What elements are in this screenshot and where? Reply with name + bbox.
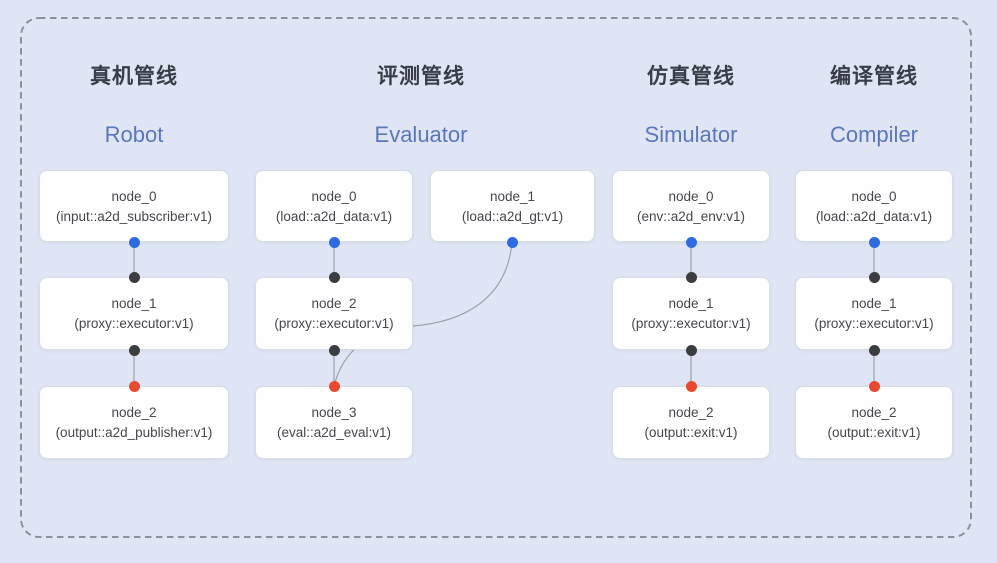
input-port-dot-black <box>128 271 140 283</box>
pipeline-subtitle-en: Compiler <box>829 122 919 147</box>
node-box: node_0(env::a2d_env:v1) <box>612 170 770 242</box>
input-port-dot-red <box>685 380 697 392</box>
node-sublabel: (output::a2d_publisher:v1) <box>55 425 213 440</box>
node-box: node_3(eval::a2d_eval:v1) <box>255 386 413 459</box>
output-port-dot-blue <box>685 236 697 248</box>
node-label: node_2 <box>668 405 714 420</box>
node-box: node_0(load::a2d_data:v1) <box>255 170 413 242</box>
node-sublabel: (proxy::executor:v1) <box>274 316 394 331</box>
dashed-container-border <box>20 17 972 538</box>
node-sublabel: (input::a2d_subscriber:v1) <box>55 208 213 224</box>
node-sublabel: (proxy::executor:v1) <box>814 316 934 331</box>
pipeline-title-zh: 编译管线 <box>830 65 918 88</box>
node-label: node_0 <box>668 188 714 204</box>
node-label: node_0 <box>111 188 157 204</box>
node-box: node_1(proxy::executor:v1) <box>612 277 770 350</box>
node-label: node_2 <box>851 405 897 420</box>
node-label: node_1 <box>668 296 714 311</box>
node-label: node_2 <box>311 296 357 311</box>
node-sublabel: (env::a2d_env:v1) <box>636 208 746 224</box>
output-port-dot-black <box>685 344 697 356</box>
node-label: node_3 <box>311 405 357 420</box>
node-box: node_2(output::exit:v1) <box>612 386 770 459</box>
node-box: node_2(output::a2d_publisher:v1) <box>39 386 229 459</box>
node-label: node_1 <box>851 296 897 311</box>
pipeline-title-zh: 真机管线 <box>90 65 178 88</box>
node-sublabel: (load::a2d_data:v1) <box>275 208 393 224</box>
input-port-dot-red <box>868 380 880 392</box>
input-port-dot-red <box>128 380 140 392</box>
input-port-dot-black <box>868 271 880 283</box>
node-label: node_1 <box>111 296 157 311</box>
node-sublabel: (output::exit:v1) <box>827 425 921 440</box>
output-port-dot-blue <box>328 236 340 248</box>
node-sublabel: (output::exit:v1) <box>644 425 738 440</box>
output-port-dot-blue <box>128 236 140 248</box>
node-label: node_2 <box>111 405 157 420</box>
input-port-dot-red <box>328 380 340 392</box>
node-sublabel: (proxy::executor:v1) <box>74 316 194 331</box>
output-port-dot-black <box>128 344 140 356</box>
node-label: node_1 <box>489 188 536 204</box>
node-sublabel: (proxy::executor:v1) <box>631 316 751 331</box>
node-box: node_1(load::a2d_gt:v1) <box>430 170 595 242</box>
input-port-dot-black <box>685 271 697 283</box>
node-box: node_1(proxy::executor:v1) <box>39 277 229 350</box>
node-box: node_2(proxy::executor:v1) <box>255 277 413 350</box>
node-label: node_0 <box>851 188 897 204</box>
output-port-dot-black <box>868 344 880 356</box>
output-port-dot-black <box>328 344 340 356</box>
node-box: node_0(load::a2d_data:v1) <box>795 170 953 242</box>
input-port-dot-black <box>328 271 340 283</box>
output-port-dot-blue <box>507 236 518 248</box>
pipeline-subtitle-en: Robot <box>104 122 164 147</box>
node-label: node_0 <box>311 188 357 204</box>
output-port-dot-blue <box>868 236 880 248</box>
edge-connector <box>333 241 513 387</box>
node-sublabel: (load::a2d_gt:v1) <box>461 208 564 224</box>
pipeline-title-zh: 评测管线 <box>377 65 465 88</box>
pipeline-title-zh: 仿真管线 <box>647 65 735 88</box>
pipeline-subtitle-en: Simulator <box>644 122 738 147</box>
node-sublabel: (load::a2d_data:v1) <box>815 208 933 224</box>
node-sublabel: (eval::a2d_eval:v1) <box>276 425 392 440</box>
node-box: node_1(proxy::executor:v1) <box>795 277 953 350</box>
pipeline-subtitle-en: Evaluator <box>374 122 468 147</box>
node-box: node_2(output::exit:v1) <box>795 386 953 459</box>
node-box: node_0(input::a2d_subscriber:v1) <box>39 170 229 242</box>
